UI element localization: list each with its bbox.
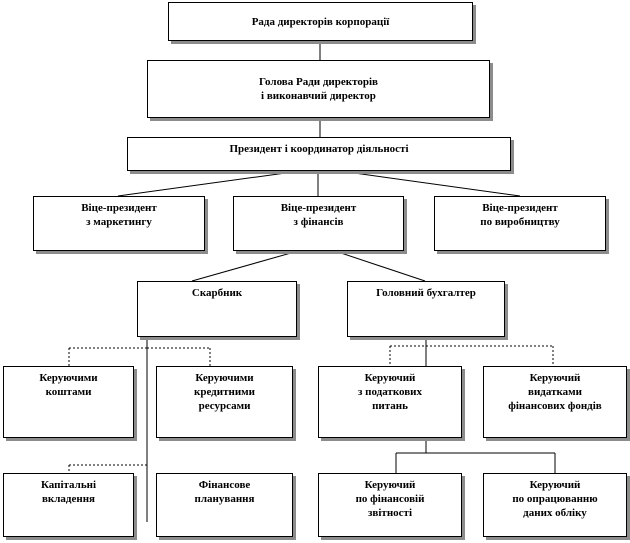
- node-label-line: даних обліку: [523, 507, 587, 519]
- node-label-line: фінансових фондів: [508, 400, 602, 412]
- node-vp-production: Віце-президент по виробництву: [434, 196, 606, 251]
- node-label-line: Віце-президент: [482, 202, 558, 214]
- node-label-line: коштами: [45, 386, 92, 398]
- node-label-line: Президент і координатор діяльності: [229, 143, 409, 155]
- node-label-line: по опрацюванню: [512, 493, 598, 505]
- connector-president-vp-marketing: [117, 170, 301, 197]
- node-label-line: Головний бухгалтер: [376, 287, 476, 299]
- node-expense-manager: Керуючий видатками фінансових фондів: [483, 366, 627, 438]
- node-label-line: Голова Ради директорів: [259, 76, 378, 88]
- node-financial-reporting: Керуючий по фінансовій звітності: [318, 473, 462, 537]
- node-label-line: ресурсами: [198, 400, 251, 412]
- connector-vp-finance-chief-accountant: [334, 250, 426, 282]
- node-vp-finance: Віце-президент з фінансів: [233, 196, 404, 251]
- node-label-line: питань: [372, 400, 408, 412]
- node-label-line: Віце-президент: [81, 202, 157, 214]
- node-label-line: з податкових: [357, 386, 423, 398]
- node-data-processing: Керуючий по опрацюванню даних обліку: [483, 473, 627, 537]
- node-label-line: по виробництву: [480, 216, 560, 228]
- node-label-line: звітності: [368, 507, 412, 519]
- node-label-line: Керуючий: [364, 479, 416, 491]
- node-cash-manager: Керуючими коштами: [3, 366, 134, 438]
- node-label-line: з фінансів: [293, 216, 344, 228]
- node-label-line: видатками: [528, 386, 582, 398]
- node-label-line: і виконавчий директор: [261, 90, 376, 102]
- node-label-line: Віце-президент: [280, 202, 357, 214]
- node-label-line: Керуючий: [529, 372, 581, 384]
- node-board: Рада директорів корпорації: [168, 2, 473, 41]
- node-label-line: Керуючими: [39, 372, 98, 384]
- node-tax-manager: Керуючий з податкових питань: [318, 366, 462, 438]
- node-credit-manager: Керуючими кредитними ресурсами: [156, 366, 293, 438]
- node-label-line: Фінансове: [198, 479, 251, 491]
- node-label-line: Скарбник: [191, 287, 243, 299]
- node-label-line: по фінансовій: [355, 493, 425, 505]
- node-label-line: планування: [194, 493, 255, 505]
- node-label-line: Керуючими: [195, 372, 254, 384]
- node-label-line: Рада директорів корпорації: [251, 15, 390, 28]
- node-chairman: Голова Ради директорів і виконавчий дирек…: [147, 60, 490, 118]
- node-label-line: з маркетингу: [86, 216, 152, 228]
- node-label-line: Капітальні: [40, 479, 97, 491]
- node-label-line: Керуючий: [364, 372, 416, 384]
- connector-president-vp-production: [339, 170, 521, 197]
- node-capital-investment: Капітальні вкладення: [3, 473, 134, 537]
- node-label-line: Керуючий: [529, 479, 581, 491]
- node-vp-marketing: Віце-президент з маркетингу: [33, 196, 205, 251]
- connector-vp-finance-treasurer: [191, 250, 299, 282]
- node-label-line: кредитними: [193, 386, 255, 398]
- node-chief-accountant: Головний бухгалтер: [347, 281, 505, 337]
- node-president: Президент і координатор діяльності: [127, 137, 511, 171]
- node-financial-planning: Фінансове планування: [156, 473, 293, 537]
- node-treasurer: Скарбник: [137, 281, 297, 337]
- node-label-line: вкладення: [41, 493, 96, 505]
